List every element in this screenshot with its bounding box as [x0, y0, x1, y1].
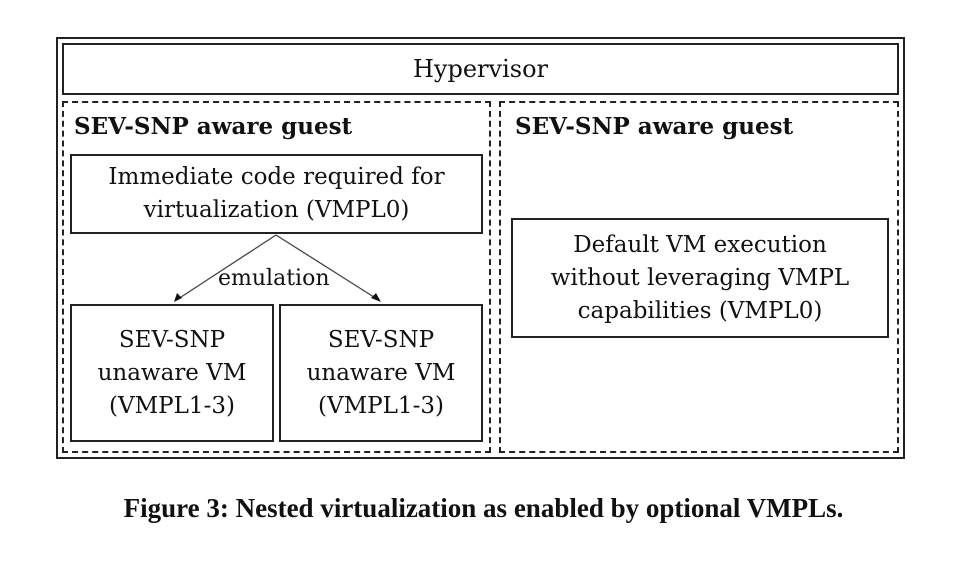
emulation-arrowhead-right [371, 293, 381, 302]
hypervisor-box: Hypervisor [62, 43, 899, 95]
left-guest-title: SEV-SNP aware guest [74, 113, 353, 140]
emulation-arrowhead-left [174, 293, 182, 302]
vm1-line-3: (VMPL1-3) [109, 392, 235, 419]
emulation-label: emulation [218, 266, 330, 291]
immediate-code-box: Immediate code required for virtualizati… [70, 154, 483, 234]
default-vm-line-2: without leveraging VMPL [550, 264, 850, 291]
outer-frame [56, 37, 905, 459]
left-guest-container: SEV-SNP aware guest [62, 101, 491, 453]
right-guest-container: SEV-SNP aware guest [499, 101, 899, 453]
vm1-line-2: unaware VM [97, 359, 247, 386]
vm2-line-2: unaware VM [306, 359, 456, 386]
right-guest-title: SEV-SNP aware guest [515, 113, 794, 140]
emulation-arrow-right [275, 234, 378, 300]
figure-caption: Figure 3: Nested virtualization as enabl… [123, 493, 844, 523]
emulation-arrows [174, 234, 381, 302]
immediate-code-line-2: virtualization (VMPL0) [143, 197, 410, 223]
vm1-line-1: SEV-SNP [118, 326, 226, 353]
emulation-arrow-left [177, 234, 277, 300]
immediate-code-line-1: Immediate code required for [108, 164, 445, 190]
default-vm-line-3: capabilities (VMPL0) [577, 297, 823, 324]
unaware-vm-box-1: SEV-SNP unaware VM (VMPL1-3) [70, 304, 274, 442]
default-vm-box: Default VM execution without leveraging … [511, 218, 889, 338]
unaware-vm-box-2: SEV-SNP unaware VM (VMPL1-3) [279, 304, 483, 442]
nested-virtualization-diagram: Hypervisor SEV-SNP aware guest SEV-SNP a… [56, 37, 905, 459]
default-vm-line-1: Default VM execution [573, 231, 827, 258]
vm2-line-3: (VMPL1-3) [318, 392, 444, 419]
hypervisor-label: Hypervisor [413, 55, 548, 83]
vm2-line-1: SEV-SNP [327, 326, 435, 353]
